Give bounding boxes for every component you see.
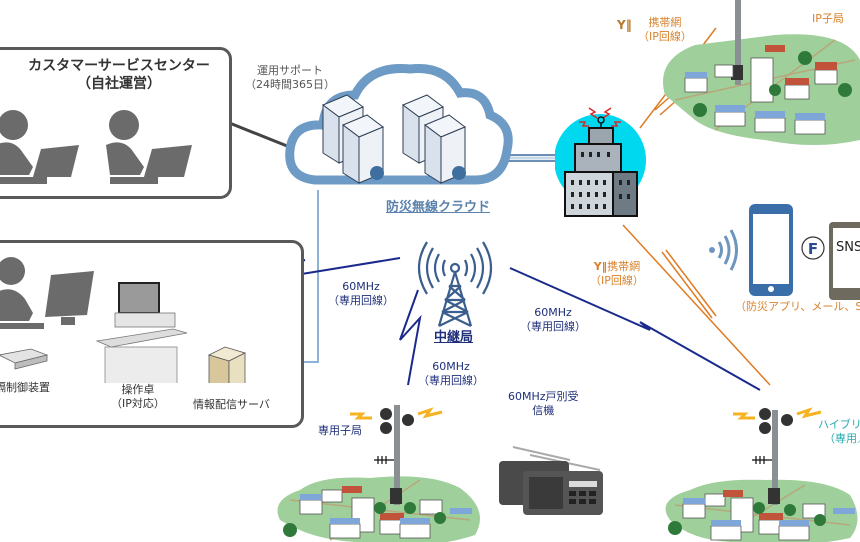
mobile-network-label-top-line2: （IP回線）: [638, 29, 692, 43]
operators-illustration: [0, 110, 192, 184]
household-receiver-label-line2: 信機: [532, 403, 555, 417]
operator-icon: [0, 257, 94, 329]
mobile-network-label-mid-line1: 携帯網: [607, 260, 641, 273]
city-hall-building-icon: [555, 107, 646, 217]
speaker-horns: [759, 408, 793, 434]
operation-console-label-line1: 操作卓: [121, 383, 155, 396]
radio-link-label-left-line1: 60MHz: [342, 280, 380, 293]
cloud-to-city-link: [505, 154, 560, 162]
hybrid-station-label-line3: （: [818, 447, 860, 461]
antenna-signal-icon: Y‖: [593, 260, 608, 273]
hybrid-station-label-line1: ハイブリッド: [818, 418, 860, 431]
ip-station-label: IP子局: [812, 12, 844, 25]
household-radio-receivers: [499, 446, 603, 515]
antenna-signal-icon: Y‖: [617, 18, 632, 32]
mobile-network-label-mid: Y‖携帯網 （IP回線）: [590, 260, 644, 288]
household-receiver-label-line1: 60MHz戸別受: [508, 390, 579, 403]
ip-station-village: [663, 0, 860, 145]
smartphone-icon: [749, 204, 793, 296]
distribution-server-label: 情報配信サーバ: [193, 398, 270, 411]
dedicated-station-label: 専用子局: [318, 424, 362, 437]
sns-label: SNS: [836, 240, 860, 255]
support-label: 運用サポート （24時間365日）: [240, 64, 340, 92]
cloud-server-group: [402, 94, 466, 184]
cloud-label[interactable]: 防災無線クラウド: [386, 200, 491, 215]
relay-station-label[interactable]: 中継局: [434, 330, 474, 345]
svg-text:F: F: [808, 240, 818, 258]
remote-control-device: [0, 348, 49, 370]
distribution-server: [207, 346, 247, 383]
mobile-network-label-mid-line2: （IP回線）: [590, 273, 644, 287]
tablet-icon: [829, 222, 860, 300]
speaker-horns: [380, 408, 414, 434]
office-equipment: [0, 257, 247, 383]
support-label-line1: 運用サポート: [257, 64, 323, 77]
radio-link-label-right-line1: 60MHz: [534, 306, 572, 319]
operator-icon: [0, 110, 79, 184]
hybrid-station-label-line2: （専用／: [824, 432, 860, 446]
remote-control-label: 隔制御装置: [0, 381, 50, 394]
operation-console: [95, 282, 188, 383]
cloud-server-group: [322, 94, 384, 184]
radio-link-label-right-line2: （専用回線）: [520, 319, 586, 333]
radio-link-label-right: 60MHz （専用回線）: [520, 306, 586, 334]
operator-icon: [106, 110, 192, 184]
app-devices: F: [709, 204, 860, 300]
dedicated-station-village: [277, 405, 480, 542]
radio-link-label-down-line1: 60MHz: [432, 360, 470, 373]
disaster-radio-cloud: [285, 64, 513, 185]
mobile-network-label-top-line1: 携帯網: [648, 16, 682, 29]
operation-console-label-line2: （IP対応）: [111, 396, 165, 410]
household-receiver-label: 60MHz戸別受 信機: [508, 390, 579, 418]
radio-link-label-down: 60MHz （専用回線）: [418, 360, 484, 388]
support-label-line2: （24時間365日）: [245, 77, 335, 91]
relay-tower-icon: [417, 241, 493, 327]
customer-center-title-line2: （自社運営）: [77, 75, 161, 92]
facebook-f-icon: F: [801, 236, 825, 260]
radio-link-label-left: 60MHz （専用回線）: [328, 280, 394, 308]
radio-link-label-down-line2: （専用回線）: [418, 373, 484, 387]
wireless-waves-icon: [709, 229, 738, 271]
radio-link-label-left-line2: （専用回線）: [328, 293, 394, 307]
hybrid-station-village: [665, 407, 858, 542]
customer-center-title: カスタマーサービスセンター （自社運営）: [9, 58, 229, 93]
customer-service-center-box: カスタマーサービスセンター （自社運営）: [0, 47, 232, 199]
office-box: 隔制御装置 操作卓 （IP対応） 情報配信サーバ: [0, 240, 304, 428]
apps-caption: （防災アプリ、メール、SNS: [735, 300, 860, 313]
customer-center-title-line1: カスタマーサービスセンター: [28, 58, 210, 74]
operation-console-label: 操作卓 （IP対応）: [111, 383, 165, 411]
hybrid-station-label: ハイブリッド （専用／ （: [818, 418, 860, 461]
mobile-network-label-top: 携帯網 （IP回線）: [638, 16, 692, 44]
